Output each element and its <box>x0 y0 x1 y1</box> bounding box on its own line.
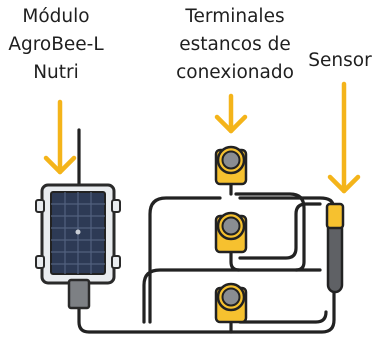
probe-sensor-icon <box>325 202 345 294</box>
top-to-sensor <box>234 192 306 272</box>
module-label-line-2: AgroBee-L <box>8 34 104 55</box>
arrow-down-icon <box>327 81 361 194</box>
waterproof-connector-icon <box>214 145 248 186</box>
module-label: Módulo AgroBee-L Nutri <box>0 3 112 87</box>
middle-terminal-right <box>238 202 322 260</box>
module-output-cable <box>77 290 336 334</box>
bottom-terminal-right <box>238 310 328 324</box>
terminals-label-line-1: Terminales <box>185 6 285 27</box>
waterproof-connector-icon <box>214 211 248 254</box>
solar-module-icon <box>35 183 121 310</box>
left-bus-cable-2 <box>142 268 322 324</box>
terminals-label: Terminales estancos de conexionado <box>155 3 315 87</box>
module-label-line-1: Módulo <box>22 6 90 27</box>
terminals-label-line-3: conexionado <box>176 62 294 83</box>
sensor-label: Sensor <box>308 50 372 71</box>
middle-terminal-drop <box>229 250 241 272</box>
module-label-line-3: Nutri <box>33 62 79 83</box>
arrow-down-icon <box>43 99 77 175</box>
arrows <box>43 81 361 194</box>
arrow-down-icon <box>214 93 248 134</box>
terminals-label-line-2: estancos de <box>179 34 291 55</box>
cables <box>77 128 336 334</box>
left-bus-cable <box>148 196 222 324</box>
waterproof-connector-icon <box>214 282 248 324</box>
